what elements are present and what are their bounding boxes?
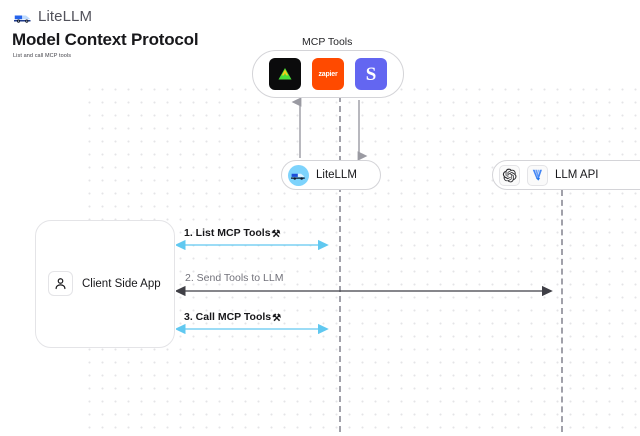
- triangle-tool-icon[interactable]: [269, 58, 301, 90]
- mcp-tools-group[interactable]: zapier S: [252, 50, 404, 98]
- message-3[interactable]: 3. Call MCP Tools⚒: [176, 311, 334, 334]
- page-title: Model Context Protocol: [12, 30, 199, 49]
- node-llm-api[interactable]: LLM API: [492, 160, 640, 190]
- node-litellm[interactable]: LiteLLM: [281, 160, 381, 190]
- message-1[interactable]: 1. List MCP Tools⚒: [176, 227, 334, 250]
- message-3-label: 3. Call MCP Tools⚒: [184, 311, 282, 324]
- openai-glyph: [502, 168, 517, 182]
- message-1-arrow: [176, 239, 329, 250]
- zapier-tool-label: zapier: [318, 70, 338, 78]
- node-litellm-label: LiteLLM: [316, 169, 357, 181]
- llm-api-lifeline: [561, 190, 563, 432]
- brand[interactable]: LiteLLM: [14, 8, 92, 25]
- vertex-ai-glyph: [532, 169, 542, 181]
- tools-emoji-icon: ⚒: [272, 313, 282, 324]
- openai-icon: [499, 164, 520, 186]
- person-glyph: [55, 278, 66, 290]
- triangle-glyph: [278, 68, 292, 80]
- message-3-text: 3. Call MCP Tools: [184, 311, 272, 323]
- message-3-arrow: [176, 323, 329, 334]
- mcp-tools-label: MCP Tools: [302, 36, 353, 48]
- client-card-content: Client Side App: [48, 271, 161, 296]
- vertex-ai-icon: [527, 164, 548, 186]
- truck-icon: [14, 15, 31, 23]
- tools-emoji-icon: ⚒: [271, 229, 281, 240]
- message-2[interactable]: 2. Send Tools to LLM: [176, 272, 558, 296]
- truck-icon: [291, 173, 305, 180]
- client-side-app-label: Client Side App: [82, 277, 161, 290]
- client-side-app-card[interactable]: Client Side App: [35, 220, 175, 348]
- slack-tool-label: S: [365, 63, 377, 85]
- brand-name: LiteLLM: [38, 8, 93, 25]
- zapier-tool-icon[interactable]: zapier: [312, 58, 344, 90]
- litellm-truck-avatar: [288, 164, 309, 186]
- message-1-label: 1. List MCP Tools⚒: [184, 227, 282, 240]
- page-subtitle: List and call MCP tools: [13, 53, 72, 59]
- slack-tool-icon[interactable]: S: [355, 58, 387, 90]
- message-2-arrow: [176, 285, 553, 296]
- vertical-arrows-group: [291, 98, 368, 160]
- message-2-label: 2. Send Tools to LLM: [185, 272, 284, 284]
- node-llm-api-label: LLM API: [555, 169, 599, 181]
- litellm-lifeline: [339, 96, 341, 432]
- person-icon: [48, 271, 73, 296]
- message-1-text: 1. List MCP Tools: [184, 227, 271, 239]
